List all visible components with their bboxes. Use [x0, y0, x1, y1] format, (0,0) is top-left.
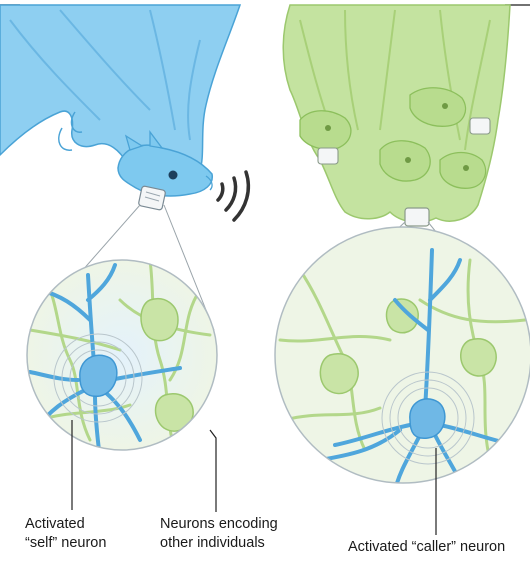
caller-neuron-label: Activated “caller” neuron [348, 538, 505, 557]
self-neuron-label-line1: Activated [25, 515, 106, 534]
neural-logger-icon [138, 186, 166, 211]
other-neurons-label-line2: other individuals [160, 534, 278, 553]
caller-neuron-label-text: Activated “caller” neuron [348, 538, 505, 557]
other-neurons-label-line1: Neurons encoding [160, 515, 278, 534]
self-neuron-label: Activated “self” neuron [25, 515, 106, 553]
sound-waves-icon [218, 172, 248, 220]
caller-neuron-lens [275, 227, 530, 490]
self-neuron-label-line2: “self” neuron [25, 534, 106, 553]
other-bats [283, 5, 510, 226]
self-neuron-lens [27, 260, 217, 460]
other-neurons-label: Neurons encoding other individuals [160, 515, 278, 553]
self-bat [0, 5, 240, 196]
